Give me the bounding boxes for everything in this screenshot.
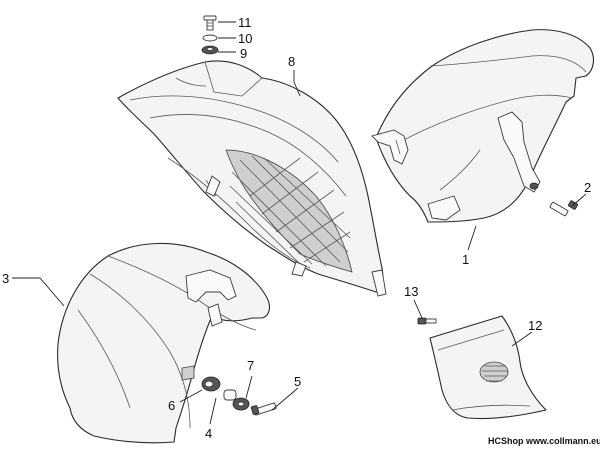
callout-4: 4: [205, 426, 212, 441]
callout-8: 8: [288, 54, 295, 69]
part-3-front-mudguard: [57, 242, 271, 444]
callout-10: 10: [238, 31, 252, 46]
callout-6: 6: [168, 398, 175, 413]
callout-7: 7: [247, 358, 254, 373]
part-8-front-shield: [117, 60, 387, 297]
part-13-screw: [417, 317, 437, 325]
callout-2: 2: [584, 180, 591, 195]
callout-3: 3: [2, 271, 9, 286]
shop-watermark: HCShop www.collmann.eu: [488, 436, 600, 446]
callout-9: 9: [240, 46, 247, 61]
callout-5: 5: [294, 374, 301, 389]
callout-labels: 11 10 9 8 1 2 3 6 4 7 5 12 13: [2, 15, 591, 441]
part-2-screw: [549, 200, 578, 217]
callout-1: 1: [462, 252, 469, 267]
parts-4-7-fixing-kit: [201, 376, 277, 416]
callout-11: 11: [238, 15, 252, 30]
parts-9-11-fastener-stack: [201, 15, 219, 55]
callout-13: 13: [404, 284, 418, 299]
callout-12: 12: [528, 318, 542, 333]
part-12-cover-plate: [429, 315, 547, 420]
leader-lines: [12, 21, 587, 425]
part-1-rear-mudguard: [371, 29, 595, 223]
